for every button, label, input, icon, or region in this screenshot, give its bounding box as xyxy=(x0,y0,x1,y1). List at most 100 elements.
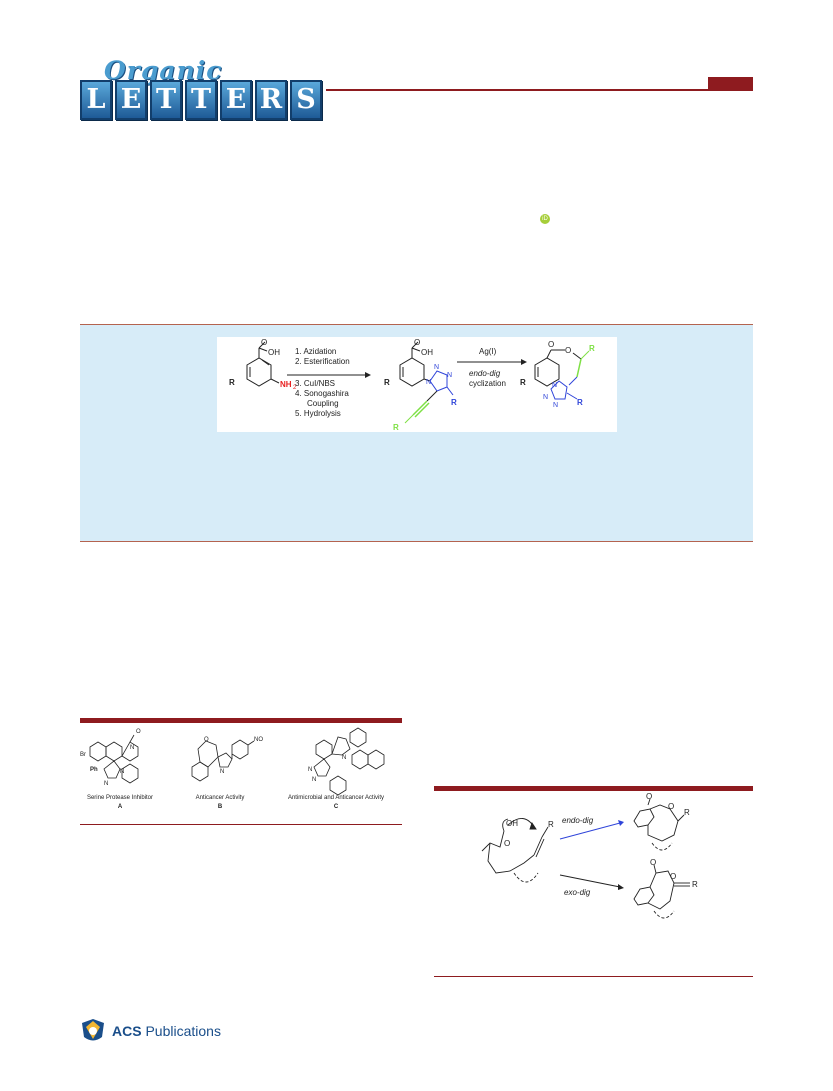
n-label: N xyxy=(120,769,124,775)
product-triazole xyxy=(550,380,568,400)
product-link xyxy=(568,376,578,386)
header-rule xyxy=(326,89,753,91)
atom-o-label: O xyxy=(548,340,554,349)
atom-o-label: O xyxy=(414,338,420,347)
compound-letter: C xyxy=(334,804,339,810)
acs-publications-text: ACS Publications xyxy=(112,1023,221,1039)
starting-material xyxy=(246,341,280,387)
abstract-box: O OH R NH 2 1. Azidation 2. Esterificati… xyxy=(80,324,753,542)
endo-arrow xyxy=(559,822,621,840)
substrate xyxy=(481,818,549,883)
n-label: N xyxy=(220,769,224,775)
header-tab xyxy=(708,77,753,91)
r2-label: R xyxy=(451,398,457,407)
nh2-label: NH xyxy=(280,380,292,389)
product-alkene xyxy=(576,358,582,378)
endo-arrow-head xyxy=(618,820,624,826)
compound-caption: Antimicrobial and Anticancer Activity xyxy=(288,795,384,801)
atom-o-label: O xyxy=(504,839,510,848)
alkyne-triple xyxy=(412,400,428,416)
compound-letter: B xyxy=(218,804,223,810)
atom-o-label: O xyxy=(204,737,209,743)
exo-product xyxy=(633,864,690,919)
r2-bond xyxy=(446,386,454,396)
n-label: N xyxy=(552,382,557,389)
triazole xyxy=(429,370,448,392)
arrow-2-head xyxy=(521,359,527,365)
n-label: N xyxy=(342,755,346,761)
figure-bottom-rule xyxy=(80,824,402,825)
step-label: 5. Hydrolysis xyxy=(295,409,341,418)
oh-label: OH xyxy=(506,819,518,828)
r1-label: R xyxy=(229,378,235,387)
step-label: 1. Azidation xyxy=(295,347,336,356)
logo-letters: L E T T E R S xyxy=(80,80,322,120)
figure-1-structures: Br Ph N N N O Serine Protease Inhibitor … xyxy=(80,727,385,810)
figure-2: OH O R endo-dig exo-dig O O R xyxy=(434,786,753,977)
logo-letter: R xyxy=(255,80,287,120)
atom-o-label: O xyxy=(650,858,656,867)
exo-label: exo-dig xyxy=(564,888,591,897)
phenyl-label: Ph xyxy=(90,767,98,773)
n-label: N xyxy=(543,394,548,401)
alkyne-bond xyxy=(426,390,438,402)
compound-caption: Serine Protease Inhibitor xyxy=(87,795,153,801)
logo-letter: S xyxy=(290,80,322,120)
n-label: N xyxy=(104,781,108,787)
logo-letter: E xyxy=(115,80,147,120)
atom-o-label: O xyxy=(646,792,652,801)
nh2-subscript: 2 xyxy=(293,385,297,391)
n-label: N xyxy=(447,372,452,379)
step-label: 2. Esterification xyxy=(295,357,350,366)
figure-top-rule xyxy=(80,718,402,723)
figure-2-scheme: OH O R endo-dig exo-dig O O R xyxy=(481,792,698,919)
figure-1: Br Ph N N N O Serine Protease Inhibitor … xyxy=(80,718,402,825)
step-label: 3. CuI/NBS xyxy=(295,379,335,388)
endo-product xyxy=(633,798,685,851)
journal-logo: Organic L E T T E R S xyxy=(80,56,325,124)
atom-o-label: O xyxy=(136,729,141,735)
intermediate xyxy=(399,341,431,387)
r3-bond xyxy=(580,350,590,360)
bromo-label: Br xyxy=(80,752,86,758)
compound-caption: Anticancer Activity xyxy=(196,795,245,801)
product xyxy=(534,349,582,387)
acs-shield-icon xyxy=(82,1019,104,1041)
r1-label: R xyxy=(520,378,526,387)
logo-letter: L xyxy=(80,80,112,120)
n-label: N xyxy=(434,364,439,371)
r3-label: R xyxy=(589,344,595,353)
atom-o-label: O xyxy=(261,338,267,347)
mode-label: endo-dig xyxy=(469,369,501,378)
atom-oh-label: OH xyxy=(421,348,433,357)
alkyne-tail xyxy=(404,414,414,424)
toc-graphic: O OH R NH 2 1. Azidation 2. Esterificati… xyxy=(217,337,617,432)
logo-letter: E xyxy=(220,80,252,120)
alkyne-triple xyxy=(414,402,430,418)
atom-oh-label: OH xyxy=(268,348,280,357)
toc-scheme: O OH R NH 2 1. Azidation 2. Esterificati… xyxy=(229,338,595,432)
cyclization-label: cyclization xyxy=(469,379,506,388)
r-label: R xyxy=(548,820,554,829)
n-label: N xyxy=(308,767,312,773)
logo-letter: T xyxy=(185,80,217,120)
logo-letter: T xyxy=(150,80,182,120)
compound-a xyxy=(89,734,139,784)
acs-publications-logo[interactable]: ACS Publications xyxy=(80,1016,221,1046)
catalyst-label: Ag(I) xyxy=(479,347,497,356)
r2-bond xyxy=(566,392,578,400)
r3-label: R xyxy=(393,423,399,432)
compound-b xyxy=(191,739,255,782)
r1-label: R xyxy=(384,378,390,387)
figure-top-rule xyxy=(434,786,753,791)
n-label: N xyxy=(312,777,316,783)
arrow-1-head xyxy=(365,372,371,378)
compound-c xyxy=(313,727,385,796)
r2-label: R xyxy=(577,398,583,407)
atom-o-label: O xyxy=(670,872,676,881)
orcid-icon[interactable]: iD xyxy=(540,214,550,224)
n-label: N xyxy=(130,745,134,751)
n-label: N xyxy=(553,402,558,409)
figure-bottom-rule xyxy=(434,976,753,977)
n-label: N xyxy=(426,379,431,386)
